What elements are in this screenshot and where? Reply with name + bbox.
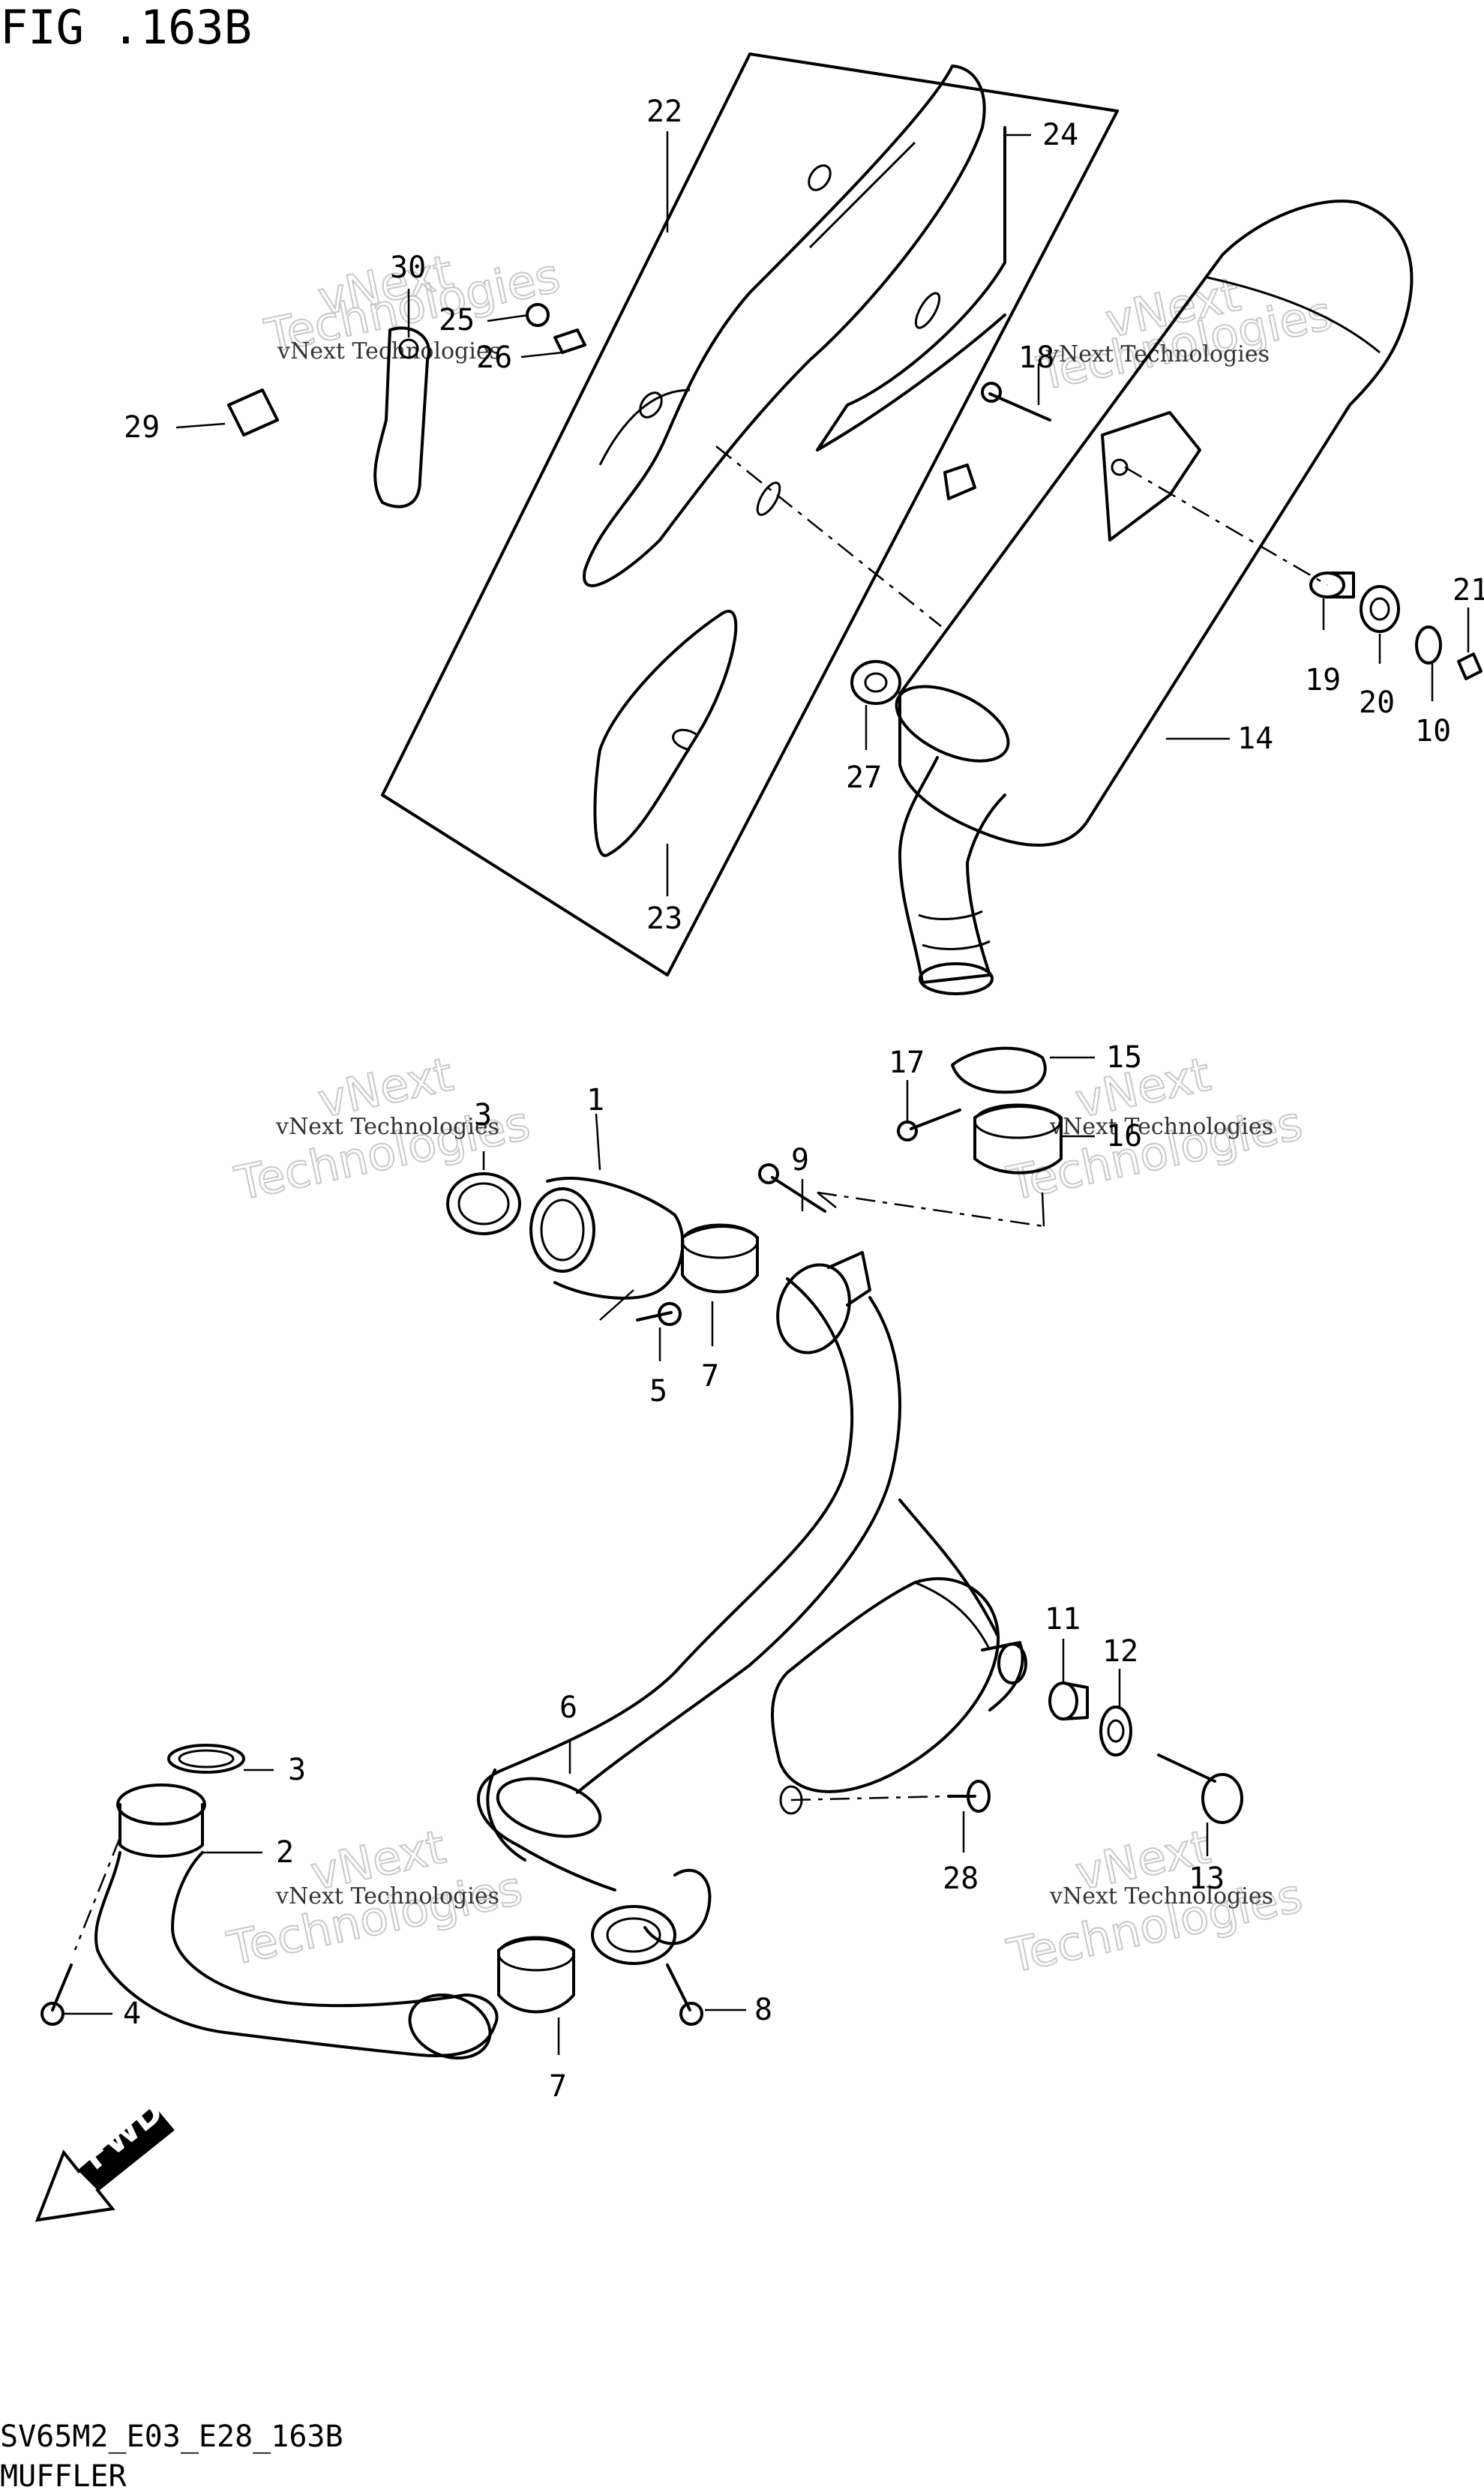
callout-1: 1 — [586, 1083, 604, 1118]
callout-5: 5 — [649, 1374, 667, 1408]
exhaust-pipes — [94, 1046, 1063, 2060]
watermark-bottom-right: Technologies vNext vNext Technologies — [1002, 1819, 1308, 1984]
watermark-top-left: Technologies vNext vNext Technologies — [259, 244, 565, 364]
muffler-body — [898, 200, 1414, 847]
muffler-assembly — [895, 200, 1414, 995]
callout-11: 11 — [1045, 1602, 1081, 1636]
callout-2: 2 — [276, 1835, 294, 1870]
callout-4: 4 — [123, 1996, 141, 2031]
callout-8: 8 — [754, 1993, 772, 2027]
callout-7-lower: 7 — [549, 2069, 567, 2104]
watermark-top-right: Technologies vNext vNext Technologies — [1032, 266, 1338, 402]
catalyst-body — [771, 1576, 1000, 1793]
callout-19: 19 — [1305, 663, 1341, 698]
svg-text:vNext Technologies: vNext Technologies — [275, 1883, 499, 1910]
callout-29: 29 — [124, 410, 160, 445]
callout-25: 25 — [439, 303, 475, 338]
clamp-15 — [951, 1046, 1047, 1094]
callout-6: 6 — [559, 1690, 577, 1725]
callout-9: 9 — [791, 1143, 809, 1178]
hardware — [40, 303, 1483, 2026]
sleeve-16 — [973, 1105, 1063, 1174]
heat-shield-upper — [583, 64, 986, 587]
rear-exhaust-pipe — [476, 1277, 853, 1892]
svg-text:vNext Technologies: vNext Technologies — [275, 1114, 499, 1140]
callout-27: 27 — [846, 760, 882, 795]
hanger-bracket — [373, 326, 430, 508]
callouts: 1 2 3 3 4 5 6 7 7 8 9 10 11 — [64, 94, 1484, 2104]
figure-name: MUFFLER — [0, 2459, 127, 2490]
callout-12: 12 — [1102, 1634, 1138, 1669]
assembly-lines — [73, 446, 1328, 1951]
pipe-clamp-lower — [643, 1868, 712, 1946]
callout-17: 17 — [889, 1046, 925, 1080]
callout-16: 16 — [1106, 1119, 1142, 1154]
callout-24: 24 — [1042, 118, 1078, 152]
pipe-clamp-upper — [776, 1263, 851, 1354]
heat-shield-frame — [381, 52, 1119, 976]
heat-shield-lower — [593, 609, 738, 857]
watermark-bottom-left: Technologies vNext vNext Technologies — [222, 1819, 528, 1977]
callout-15: 15 — [1106, 1040, 1142, 1075]
sleeve-7-upper — [681, 1225, 759, 1294]
callout-3-lower: 3 — [288, 1753, 306, 1787]
sleeve-7-lower — [497, 1937, 575, 2014]
svg-text:vNext Technologies: vNext Technologies — [1049, 1883, 1273, 1910]
gasket-3-lower — [167, 1744, 245, 1774]
callout-7-upper: 7 — [701, 1359, 719, 1394]
callout-26: 26 — [476, 340, 512, 375]
callout-21: 21 — [1453, 573, 1484, 608]
figure-title: FIG .163B — [0, 0, 252, 55]
figure-code: SV65M2_E03_E28_163B — [0, 2420, 343, 2454]
callout-23: 23 — [646, 902, 682, 936]
callout-20: 20 — [1359, 686, 1395, 720]
callout-22: 22 — [646, 94, 682, 129]
muffler-bracket — [1101, 411, 1201, 542]
callout-18: 18 — [1018, 340, 1054, 375]
heat-shield-cover — [816, 126, 1006, 452]
heat-shield-group — [381, 52, 1119, 976]
callout-13: 13 — [1189, 1862, 1225, 1896]
callout-28: 28 — [943, 1862, 979, 1896]
callout-30: 30 — [390, 250, 426, 285]
callout-14: 14 — [1237, 722, 1273, 756]
fwd-arrow-icon: FWD — [34, 2090, 175, 2222]
watermark-mid-right: Technologies vNext vNext Technologies — [1002, 1046, 1308, 1212]
gasket-3-upper — [446, 1172, 521, 1235]
callout-3-upper: 3 — [474, 1098, 492, 1132]
callout-10: 10 — [1415, 714, 1451, 748]
front-pipe-1 — [546, 1177, 685, 1300]
